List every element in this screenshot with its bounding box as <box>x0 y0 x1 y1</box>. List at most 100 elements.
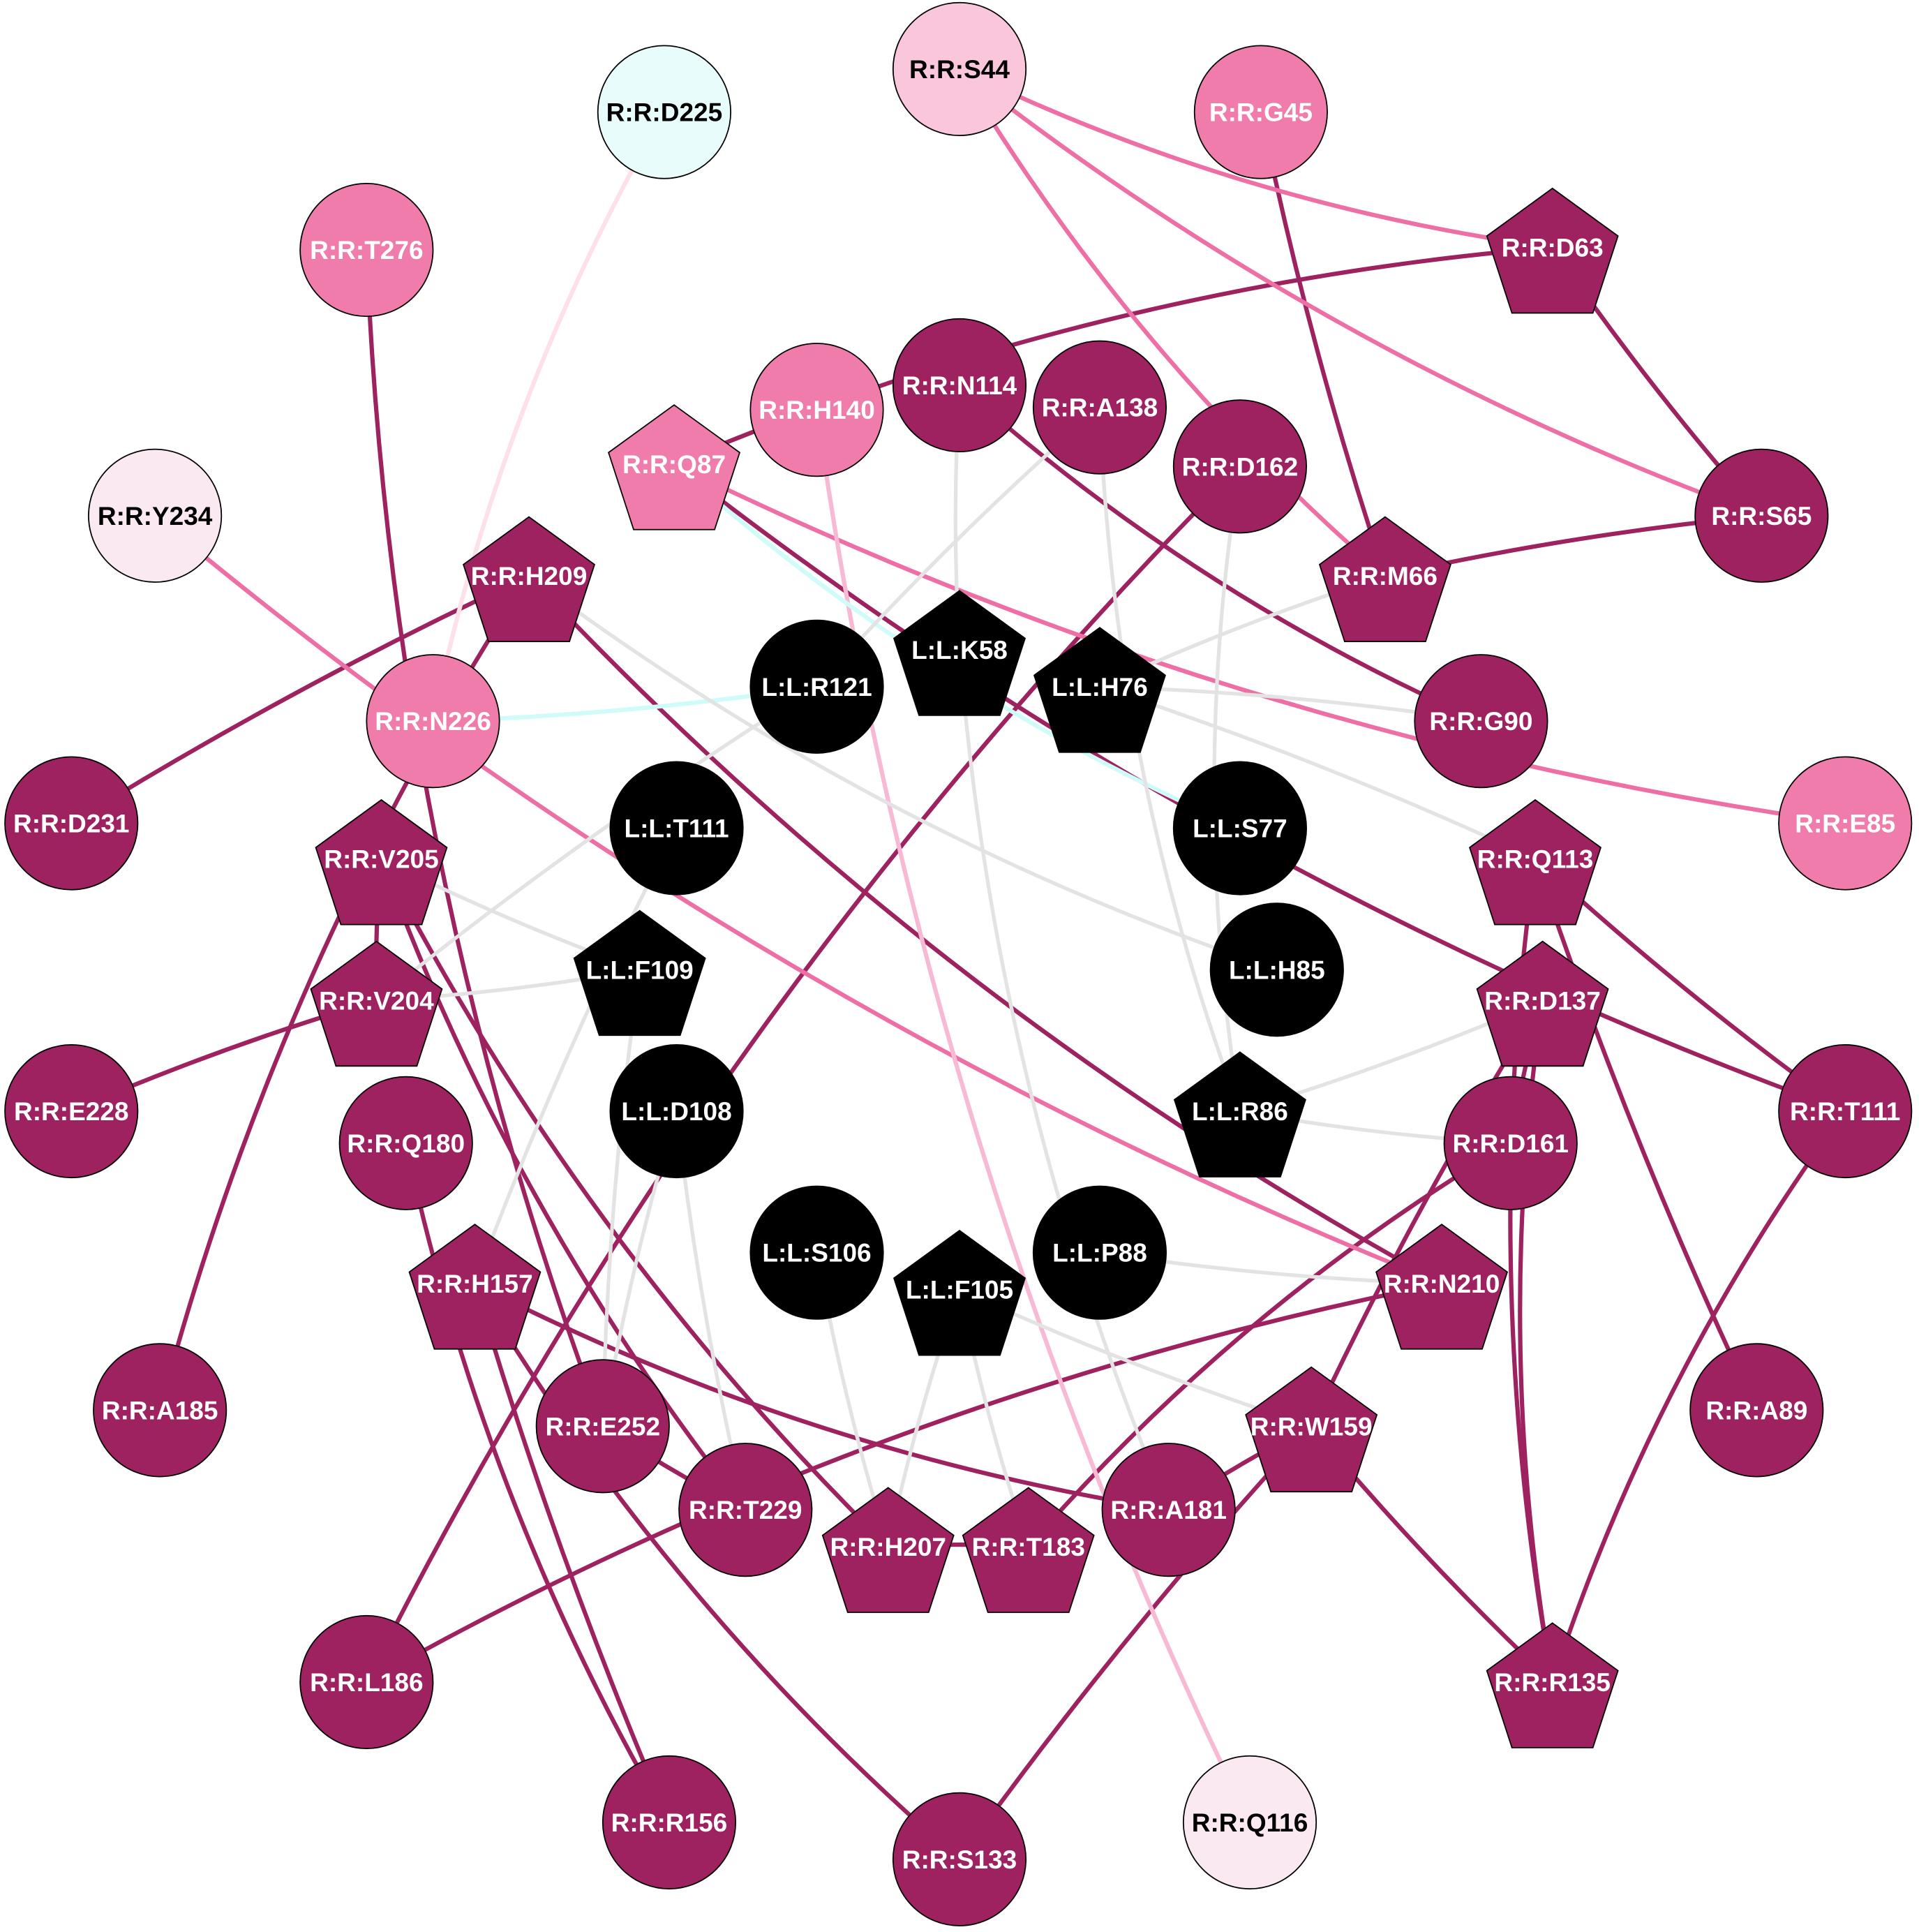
node-l-l-d108[interactable]: L:L:D108 <box>609 1043 744 1179</box>
node-r-r-r135[interactable]: R:R:R135 <box>1486 1622 1619 1748</box>
node-label: R:R:Q87 <box>622 449 726 479</box>
node-r-r-d225[interactable]: R:R:D225 <box>597 45 731 179</box>
node-label: R:R:T229 <box>689 1495 802 1524</box>
node-r-r-q113[interactable]: R:R:Q113 <box>1469 798 1601 926</box>
node-label: R:R:S133 <box>902 1845 1017 1874</box>
pentagon-node-shape <box>1033 627 1166 753</box>
node-l-l-s106[interactable]: L:L:S106 <box>749 1185 884 1320</box>
node-r-r-g90[interactable]: R:R:G90 <box>1414 654 1548 789</box>
node-label: R:R:R135 <box>1494 1667 1611 1697</box>
node-r-r-t276[interactable]: R:R:T276 <box>299 182 434 318</box>
node-label: R:R:Q180 <box>347 1129 465 1158</box>
node-l-l-r86[interactable]: L:L:R86 <box>1173 1051 1306 1177</box>
circle-node-shape <box>609 761 744 896</box>
node-l-l-p88[interactable]: L:L:P88 <box>1032 1185 1167 1320</box>
pentagon-node-shape <box>1486 187 1619 314</box>
circle-node-shape <box>1193 45 1328 179</box>
node-r-r-q87[interactable]: R:R:Q87 <box>608 404 741 530</box>
node-label: R:R:V204 <box>319 986 434 1015</box>
circle-node-shape <box>678 1443 813 1577</box>
edge-r-r-n114-to-r-r-g90 <box>957 383 1482 724</box>
node-r-r-a89[interactable]: R:R:A89 <box>1689 1343 1824 1478</box>
node-r-r-y234[interactable]: R:R:Y234 <box>88 448 223 583</box>
node-r-r-d161[interactable]: R:R:D161 <box>1443 1076 1578 1210</box>
edge-r-r-h209-to-l-l-h85 <box>528 574 1278 972</box>
node-r-r-d231[interactable]: R:R:D231 <box>4 756 139 891</box>
node-label: L:L:H85 <box>1229 955 1325 984</box>
node-r-r-l186[interactable]: R:R:L186 <box>299 1614 434 1750</box>
circle-node-shape <box>1778 1043 1913 1179</box>
node-r-r-d162[interactable]: R:R:D162 <box>1172 399 1307 534</box>
node-l-l-f105[interactable]: L:L:F105 <box>893 1229 1026 1356</box>
node-label: R:R:Q113 <box>1477 845 1594 874</box>
node-label: L:L:S106 <box>762 1238 871 1268</box>
node-l-l-f109[interactable]: L:L:F109 <box>573 909 706 1036</box>
circle-node-shape <box>299 182 434 318</box>
edge-r-r-d162-to-r-r-l186 <box>364 465 1242 1684</box>
node-label: R:R:D137 <box>1484 986 1601 1015</box>
node-r-r-d137[interactable]: R:R:D137 <box>1476 940 1609 1067</box>
node-r-r-v205[interactable]: R:R:V205 <box>315 798 448 926</box>
node-r-r-n114[interactable]: R:R:N114 <box>892 318 1027 453</box>
node-r-r-a185[interactable]: R:R:A185 <box>93 1343 227 1478</box>
node-label: R:R:S65 <box>1711 501 1812 530</box>
node-r-r-e252[interactable]: R:R:E252 <box>535 1359 670 1494</box>
node-l-l-k58[interactable]: L:L:K58 <box>893 590 1026 716</box>
node-r-r-g45[interactable]: R:R:G45 <box>1193 45 1328 179</box>
node-r-r-h157[interactable]: R:R:H157 <box>408 1224 542 1350</box>
node-r-r-h207[interactable]: R:R:H207 <box>821 1487 955 1613</box>
node-l-l-s77[interactable]: L:L:S77 <box>1172 761 1307 896</box>
node-label: R:R:D63 <box>1502 233 1604 262</box>
circle-node-shape <box>602 1755 737 1889</box>
node-r-r-e85[interactable]: R:R:E85 <box>1778 756 1913 891</box>
node-r-r-q116[interactable]: R:R:Q116 <box>1182 1755 1317 1889</box>
node-r-r-d63[interactable]: R:R:D63 <box>1486 187 1619 314</box>
node-label: R:R:D161 <box>1452 1129 1569 1158</box>
node-r-r-q180[interactable]: R:R:Q180 <box>338 1076 473 1210</box>
circle-node-shape <box>1778 756 1913 891</box>
node-r-r-t183[interactable]: R:R:T183 <box>962 1487 1095 1613</box>
pentagon-node-shape <box>463 516 596 643</box>
node-r-r-h209[interactable]: R:R:H209 <box>463 516 596 643</box>
circle-node-shape <box>1172 761 1307 896</box>
node-label: R:R:A89 <box>1705 1395 1807 1425</box>
node-r-r-e228[interactable]: R:R:E228 <box>4 1043 139 1179</box>
node-l-l-h85[interactable]: L:L:H85 <box>1209 902 1344 1037</box>
circle-node-shape <box>299 1614 434 1750</box>
circle-node-shape <box>1101 1443 1236 1577</box>
node-label: R:R:H209 <box>471 561 588 590</box>
node-l-l-r121[interactable]: L:L:R121 <box>749 619 884 754</box>
node-r-r-s65[interactable]: R:R:S65 <box>1694 448 1829 583</box>
pentagon-node-shape <box>893 1229 1026 1356</box>
node-label: R:R:Q116 <box>1192 1808 1308 1837</box>
node-r-r-t229[interactable]: R:R:T229 <box>678 1443 813 1577</box>
node-label: R:R:E252 <box>546 1411 661 1441</box>
node-r-r-v204[interactable]: R:R:V204 <box>310 940 443 1067</box>
node-r-r-h140[interactable]: R:R:H140 <box>749 343 884 477</box>
node-r-r-n226[interactable]: R:R:N226 <box>366 654 500 789</box>
edge-r-r-v205-to-r-r-t229 <box>379 858 747 1512</box>
edge-r-r-h209-to-r-r-n210 <box>527 574 1443 1286</box>
node-r-r-s133[interactable]: R:R:S133 <box>892 1792 1027 1926</box>
edge-r-r-g45-to-r-r-m66 <box>1258 111 1387 577</box>
node-label: R:R:G45 <box>1209 98 1313 127</box>
node-r-r-r156[interactable]: R:R:R156 <box>602 1755 737 1889</box>
node-label: R:R:S44 <box>909 54 1010 84</box>
node-l-l-t111[interactable]: L:L:T111 <box>609 761 744 896</box>
node-r-r-a181[interactable]: R:R:A181 <box>1101 1443 1236 1577</box>
node-r-r-a138[interactable]: R:R:A138 <box>1032 340 1167 475</box>
node-r-r-m66[interactable]: R:R:M66 <box>1318 516 1451 643</box>
edge-r-r-h157-to-r-r-a181 <box>474 1281 1170 1513</box>
node-r-r-s44[interactable]: R:R:S44 <box>892 1 1027 136</box>
edge-r-r-h157-to-r-r-r156 <box>472 1282 671 1824</box>
node-r-r-t111[interactable]: R:R:T111 <box>1778 1043 1913 1179</box>
node-l-l-h76[interactable]: L:L:H76 <box>1033 627 1166 753</box>
node-r-r-w159[interactable]: R:R:W159 <box>1245 1366 1378 1493</box>
node-label: R:R:A185 <box>102 1395 218 1425</box>
node-label: R:R:D225 <box>606 98 723 127</box>
circle-node-shape <box>749 343 884 477</box>
edge-r-r-v205-to-r-r-h207 <box>379 858 890 1549</box>
node-r-r-n210[interactable]: R:R:N210 <box>1375 1224 1509 1350</box>
node-label: L:L:S77 <box>1193 814 1287 843</box>
edge-r-r-a138-to-l-l-r86 <box>1098 407 1242 1112</box>
